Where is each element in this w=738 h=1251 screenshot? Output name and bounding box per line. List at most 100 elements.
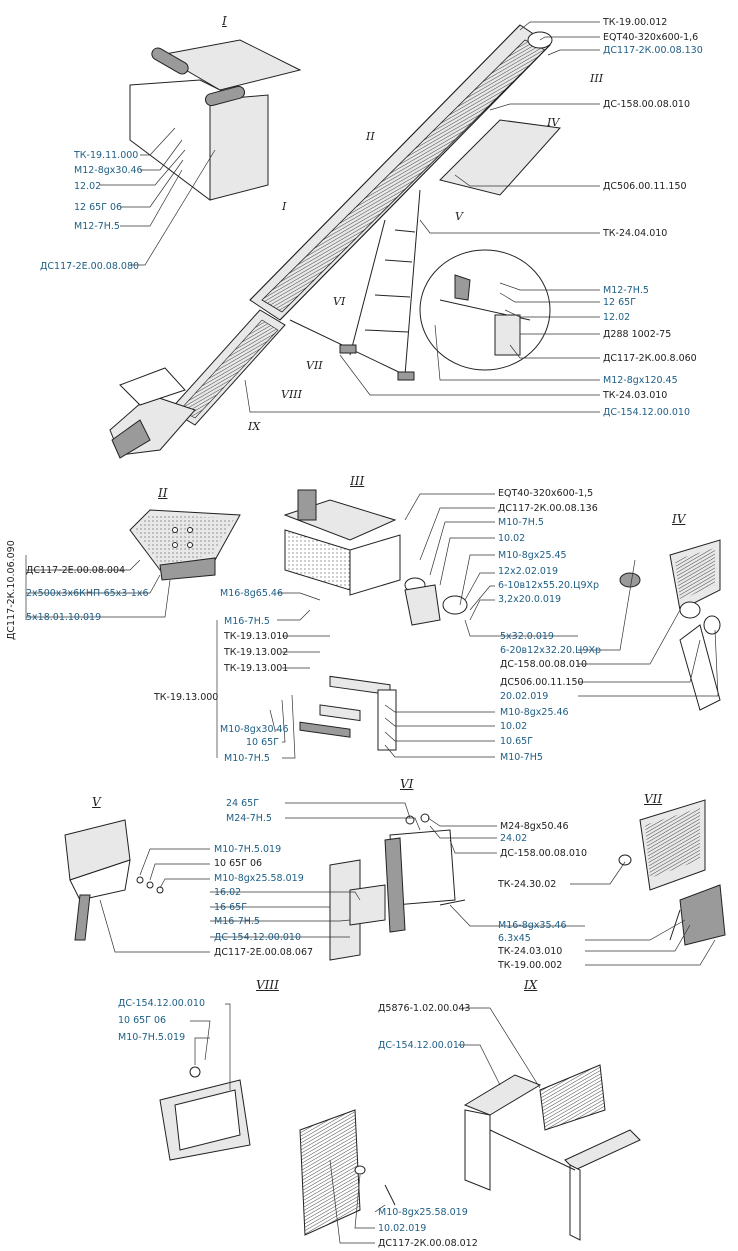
part-label-v-3: 16.02 [214,887,242,898]
part-label-main-11: М12-8gx120.45 [603,375,678,386]
conveyor-assembly [109,24,562,459]
leader-lines [25,21,719,1244]
part-label-iii-right-1: ДС117-2К.00.08.136 [498,503,598,514]
view-title-iv: IV [672,512,686,526]
part-label-viii-2: М10-7Н.5.019 [118,1032,186,1043]
part-label-ii-0: ДС117-2Е.00.08.004 [26,565,126,576]
part-label-v-2: М10-8gх25.58.019 [214,873,304,884]
part-label-iii-lower-4: 20.02.019 [500,691,549,702]
part-label-iii-left-8: М10-7Н.5 [224,753,270,764]
part-label-iii-lower-2: ДС-158.00.08.010 [500,659,587,670]
part-label-v-4: 16 65Г [214,902,247,913]
callout-ii: II [366,130,375,143]
part-label-vii-0: ТК-24.30.02 [498,879,557,890]
part-label-v-7: ДС117-2Е.00.08.067 [214,947,314,958]
part-label-vi-top-1: М24-7Н.5 [226,813,272,824]
part-label-viii-0: ДС-154.12.00.010 [118,998,205,1009]
view-title-ix: IX [524,978,538,992]
part-label-iii-right-2: М10-7Н.5 [498,517,544,528]
part-label-v-5: М16-7Н.5 [214,916,260,927]
part-label-iii-lower-1: 6-20в12х32.20.Ц9Хр [500,645,602,656]
part-label-vii-4: ТК-19.00.002 [498,960,563,971]
part-label-vi-right-2: ДС-158.00.08.010 [500,848,587,859]
part-label-ix-0: Д5876-1.02.00.043 [378,1003,471,1014]
view-title-vi: VI [400,777,414,791]
part-label-main-6: М12-7Н.5 [603,285,649,296]
view-iii-drawing [283,489,468,751]
part-label-viii-1: 10 65Г 06 [118,1015,167,1026]
part-label-viii-bottom-2: ДС117-2К.00.08.012 [378,1238,478,1249]
view-title-viii: VIII [256,978,279,992]
part-label-iii-lower-7: 10.65Г [500,736,533,747]
part-label-viii-bottom-0: М10-8gх25.58.019 [378,1207,468,1218]
view-ii-drawing [129,509,241,581]
part-label-main-5: ТК-24.04.010 [603,228,668,239]
part-label-iii-lower-8: М10-7Н5 [500,752,543,763]
part-label-iii-left-1: М16-7Н.5 [224,616,270,627]
part-label-vi-right-1: 24.02 [500,833,528,844]
callout-v: V [455,210,463,223]
part-label-v-1: 10 65Г 06 [214,858,263,869]
part-label-main-3: ДС-158.00.08.010 [603,99,690,110]
view-ii-vertical-label: ДС117-2К.10.06.090 [6,540,17,640]
part-label-iii-lower-5: М10-8gх25.46 [500,707,569,718]
callout-vii: VII [306,359,323,372]
part-label-iii-lower-3: ДС506.00.11.150 [500,677,584,688]
view-title-i: I [222,14,227,28]
part-label-iii-right-4: М10-8gх25.45 [498,550,567,561]
part-label-main-12: ТК-24.03.010 [603,390,668,401]
part-label-ix-1: ДС-154.12.00.010 [378,1040,465,1051]
view-iv-drawing [619,539,721,711]
part-label-main-9: Д288 1002-75 [603,329,672,340]
part-label-main-2: ДС117-2К.00.08.130 [603,45,703,56]
part-label-iii-left-7: 10 65Г [246,737,279,748]
part-label-ii-2: 5х18.01.10.019 [26,612,102,623]
part-label-iii-right-7: 3,2х20.0.019 [498,594,562,605]
part-label-main-4: ДС506.00.11.150 [603,181,687,192]
part-label-iii-left-6: М10-8gх30.46 [220,724,289,735]
view-title-iii: III [350,474,365,488]
part-label-iii-lower-6: 10.02 [500,721,528,732]
roller-detail-belt [158,39,302,91]
part-label-main-left-2: 12.02 [74,181,102,192]
callout-viii: VIII [281,388,302,401]
part-label-main-left-4: М12-7Н.5 [74,221,120,232]
view-title-v: V [92,795,101,809]
part-label-iii-left-4: ТК-19.13.001 [224,663,289,674]
part-label-main-0: ТК-19.00.012 [603,17,668,28]
guard-panel [439,119,562,196]
part-label-main-1: EQT40-320x600-1,6 [603,32,699,43]
part-label-main-left-3: 12 65Г 06 [74,202,123,213]
view-title-vii: VII [644,792,663,806]
part-label-ii-1: 2х500х3х6КНП-65х3-1х6 [26,588,149,599]
callout-ix: IX [248,420,261,433]
part-label-iii-lower-0: 5х32.0.019 [500,631,554,642]
part-label-main-left-0: ТК-19.11.000 [74,150,139,161]
part-label-iii-right-6: 6-10в12х55.20.Ц9Хр [498,580,600,591]
part-label-vii-3: ТК-24.03.010 [498,946,563,957]
callout-i: I [282,200,287,213]
part-label-vi-top-0: 24 65Г [226,798,259,809]
callout-vi: VI [333,295,346,308]
part-label-iii-right-0: EQT40-320x600-1,5 [498,488,594,499]
view-vii-drawing [618,799,726,946]
part-label-iii-left-3: ТК-19.13.002 [224,647,289,658]
part-label-main-7: 12 65Г [603,297,636,308]
part-label-main-left-5: ДС117-2Е.00.08.080 [40,261,140,272]
part-label-main-10: ДС117-2К.00.8.060 [603,353,697,364]
part-label-iii-left-5: ТК-19.13.000 [154,692,219,703]
view-v-drawing [64,819,164,941]
view-vi-drawing [329,813,466,961]
view-ix-drawing [463,1064,641,1241]
part-label-viii-bottom-1: 10.02.019 [378,1223,427,1234]
part-label-iii-right-3: 10.02 [498,533,526,544]
part-label-vii-2: 6.3х45 [498,933,531,944]
part-label-iii-left-2: ТК-19.13.010 [224,631,289,642]
part-label-v-6: ДС-154.12.00.010 [214,932,301,943]
callout-iv: IV [547,116,560,129]
view-title-ii: II [158,486,168,500]
view-viii-drawing [159,1066,396,1236]
callout-iii: III [590,72,604,85]
